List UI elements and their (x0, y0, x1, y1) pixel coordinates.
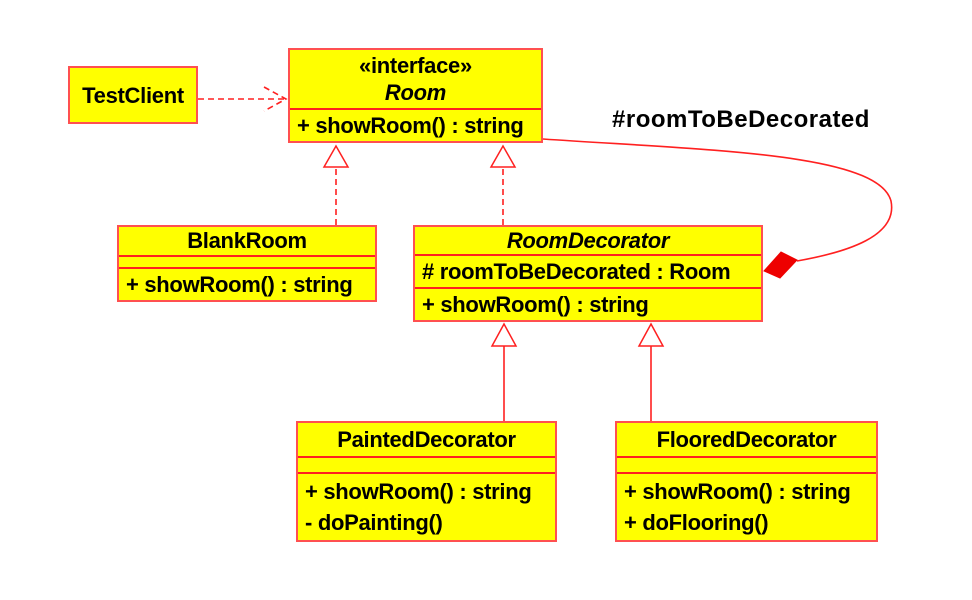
generalization-arrow-flooreddecorator-roomdecorator (637, 322, 665, 421)
method-painteddecorator-showroom: + showRoom() : string (305, 479, 532, 504)
dependency-arrow-testclient-room (198, 86, 288, 112)
class-name-roomdecorator: RoomDecorator (506, 228, 670, 253)
class-box-flooreddecorator: FlooredDecorator + showRoom() : string +… (615, 421, 878, 542)
method-blankroom-showroom: + showRoom() : string (126, 272, 353, 297)
class-box-blankroom: BlankRoom + showRoom() : string (117, 225, 377, 302)
method-room-showroom: + showRoom() : string (297, 113, 524, 138)
class-name-room: Room (384, 80, 447, 105)
class-name-flooreddecorator: FlooredDecorator (656, 427, 837, 452)
class-name-painteddecorator: PaintedDecorator (337, 427, 516, 452)
attributes-flooreddecorator-empty (617, 456, 876, 472)
class-stereotype-room: «interface» (359, 53, 472, 78)
method-painteddecorator-dopainting: - doPainting() (305, 510, 443, 535)
realization-arrow-blankroom-room (322, 144, 350, 225)
attributes-painteddecorator-empty (298, 456, 555, 472)
generalization-arrow-painteddecorator-roomdecorator (490, 322, 518, 421)
association-label-roomtobedecorated: #roomToBeDecorated (612, 106, 870, 133)
class-name-testclient: TestClient (82, 82, 184, 108)
method-roomdecorator-showroom: + showRoom() : string (422, 292, 649, 317)
composition-diamond-icon (763, 251, 798, 279)
class-name-blankroom: BlankRoom (187, 228, 307, 254)
class-box-testclient: TestClient (68, 66, 198, 124)
class-box-roomdecorator: RoomDecorator # roomToBeDecorated : Room… (413, 225, 763, 322)
attributes-blankroom-empty (119, 254, 375, 267)
class-box-room: «interface» Room + showRoom() : string (288, 48, 543, 143)
class-box-painteddecorator: PaintedDecorator + showRoom() : string -… (296, 421, 557, 542)
attribute-roomdecorator-roomtobedecorated: # roomToBeDecorated : Room (422, 259, 731, 284)
realization-arrow-roomdecorator-room (489, 144, 517, 225)
method-flooreddecorator-doflooring: + doFlooring() (624, 510, 769, 535)
method-flooreddecorator-showroom: + showRoom() : string (624, 479, 851, 504)
